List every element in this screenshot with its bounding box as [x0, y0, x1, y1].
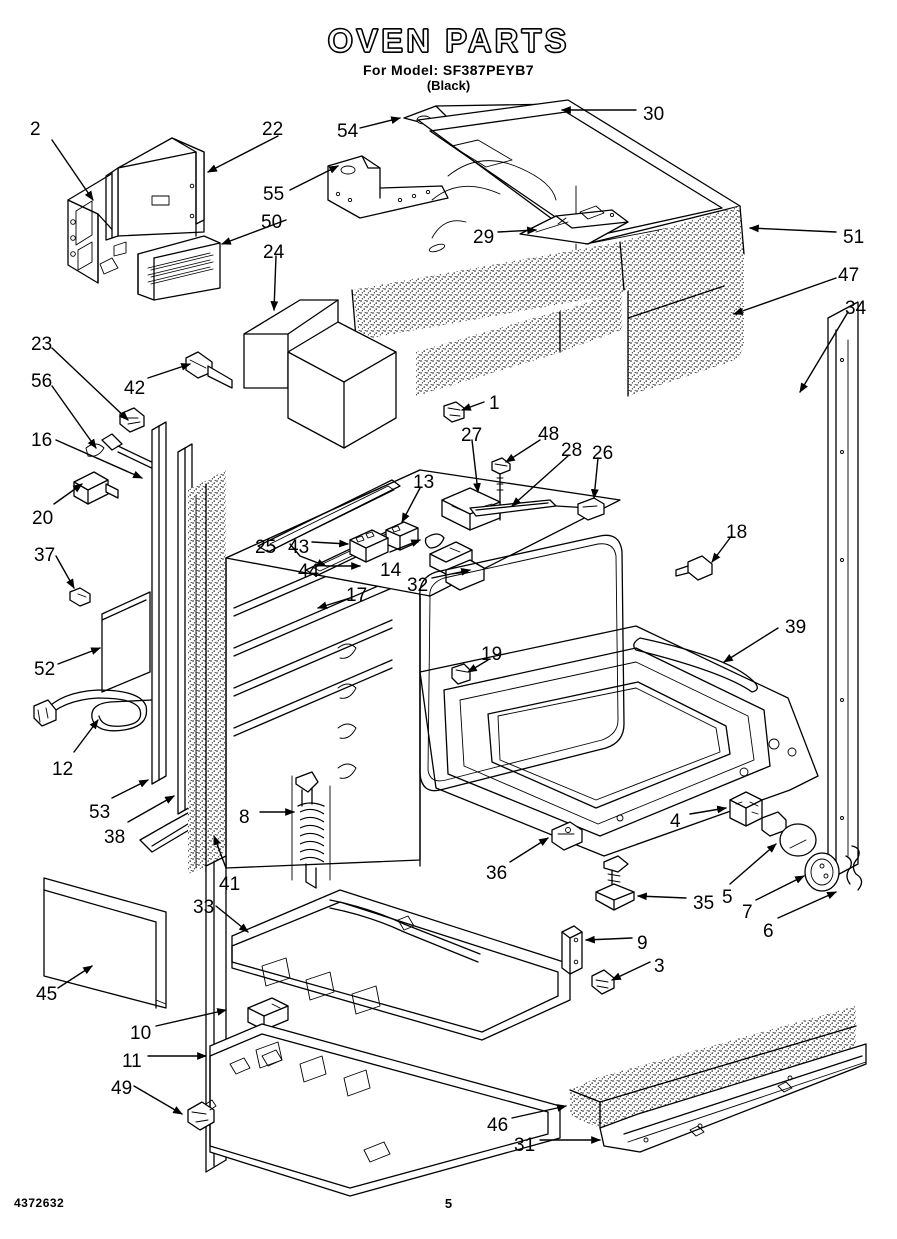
- callout-number-22: 22: [262, 119, 284, 140]
- document-number: 4372632: [14, 1196, 65, 1210]
- part-group-bottom-trim: [569, 1006, 867, 1153]
- model-finish: (Black): [426, 78, 471, 93]
- callout-number-10: 10: [130, 1023, 152, 1044]
- callout-number-48: 48: [538, 424, 560, 445]
- callout-number-26: 26: [592, 443, 614, 464]
- callout-number-1: 1: [489, 393, 500, 414]
- page-title: OVEN PARTS: [327, 22, 570, 59]
- part-group-oven-door: [419, 534, 819, 857]
- callout-number-34: 34: [845, 298, 867, 319]
- part-group-door-spring: [291, 771, 331, 889]
- model-number: SF387PEYB7: [442, 62, 534, 78]
- callout-number-16: 16: [31, 430, 53, 451]
- callout-number-19: 19: [481, 644, 503, 665]
- callout-number-35: 35: [693, 893, 715, 914]
- callout-number-5: 5: [722, 887, 733, 908]
- callout-number-52: 52: [34, 659, 56, 680]
- callout-number-32: 32: [407, 575, 429, 596]
- callout-number-42: 42: [124, 378, 146, 399]
- callout-number-45: 45: [36, 984, 58, 1005]
- callout-number-33: 33: [193, 897, 215, 918]
- callout-number-4: 4: [670, 811, 681, 832]
- part-group-light-assembly: [729, 791, 863, 892]
- callout-number-29: 29: [473, 227, 495, 248]
- callout-number-30: 30: [643, 104, 665, 125]
- callout-number-23: 23: [31, 334, 53, 355]
- callout-number-14: 14: [380, 560, 402, 581]
- callout-number-27: 27: [461, 425, 483, 446]
- part-group-vent-duct: [243, 299, 397, 449]
- callout-number-3: 3: [654, 956, 665, 977]
- part-group-rear-panel-cord: [33, 591, 153, 732]
- callout-number-28: 28: [561, 440, 583, 461]
- callout-number-6: 6: [763, 921, 774, 942]
- callout-number-20: 20: [32, 508, 54, 529]
- model-line: For Model: SF387PEYB7: [0, 62, 897, 78]
- callout-number-7: 7: [742, 902, 753, 923]
- part-group-control-panel: [67, 137, 221, 301]
- callout-number-12: 12: [52, 759, 74, 780]
- callout-number-39: 39: [785, 617, 807, 638]
- callout-number-11: 11: [122, 1051, 142, 1072]
- callout-number-43: 43: [288, 537, 310, 558]
- callout-number-53: 53: [89, 802, 111, 823]
- callout-number-9: 9: [637, 933, 648, 954]
- callout-number-25: 25: [255, 537, 277, 558]
- callout-leader-lines: [51, 106, 849, 1144]
- callout-number-51: 51: [843, 227, 865, 248]
- callout-number-37: 37: [34, 545, 56, 566]
- callout-number-50: 50: [261, 212, 283, 233]
- callout-number-31: 31: [514, 1135, 536, 1156]
- part-group-rear-access-panel: [43, 877, 167, 1009]
- callout-number-49: 49: [111, 1078, 133, 1099]
- callout-number-13: 13: [413, 472, 435, 493]
- callout-number-8: 8: [239, 807, 250, 828]
- callout-number-47: 47: [838, 265, 860, 286]
- callout-number-18: 18: [726, 522, 748, 543]
- model-prefix: For Model:: [362, 62, 439, 78]
- callout-number-24: 24: [263, 242, 285, 263]
- callout-number-56: 56: [31, 371, 53, 392]
- part-group-right-side-panel: [827, 301, 859, 881]
- callout-number-41: 41: [219, 874, 241, 895]
- callout-number-46: 46: [487, 1115, 509, 1136]
- part-group-base-frame: [187, 855, 571, 1197]
- callout-number-2: 2: [30, 119, 41, 140]
- part-group-bottom-hardware: [551, 821, 635, 995]
- callout-number-36: 36: [486, 863, 508, 884]
- callout-number-38: 38: [104, 827, 126, 848]
- callout-number-54: 54: [337, 121, 359, 142]
- page-number: 5: [444, 1196, 453, 1211]
- callout-number-55: 55: [263, 184, 285, 205]
- callout-number-44: 44: [298, 561, 320, 582]
- callout-number-17: 17: [346, 585, 368, 606]
- part-group-cooktop-frame: [327, 99, 745, 397]
